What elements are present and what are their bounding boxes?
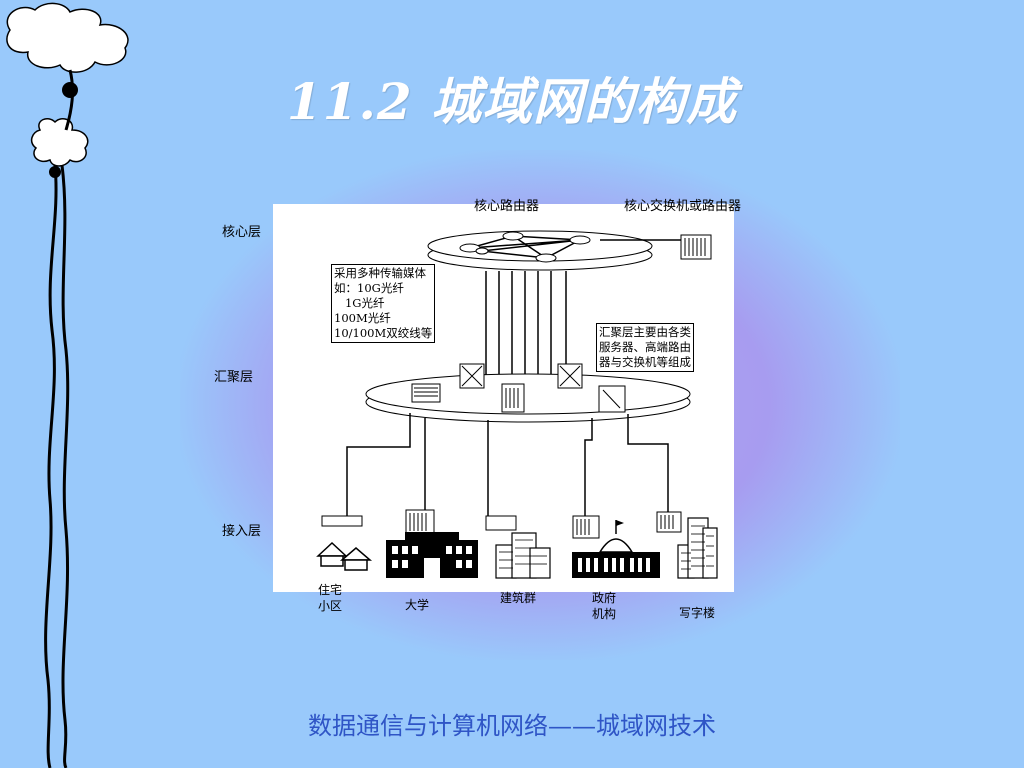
switch-rack-icon (321, 509, 682, 539)
layer-label-core: 核心层 (222, 225, 262, 240)
flower-vine-icon (6, 2, 129, 768)
aggregation-note: 汇聚层主要由各类 服务器、高端路由 器与交换机等组成 (596, 323, 694, 372)
router-icon (459, 231, 591, 263)
site-label-university: 大学 (405, 598, 430, 612)
slide-title: 11.2 城域网的构成 (286, 72, 738, 131)
government-building-icon (572, 520, 660, 578)
switch-rack-icon (680, 234, 712, 260)
university-building-icon (386, 532, 478, 578)
core-ring (427, 230, 653, 271)
media-note: 采用多种传输媒体 如：10G光纤 1G光纤 100M光纤 10/100M双绞线等 (331, 264, 436, 343)
building-cluster-icon (495, 532, 551, 579)
layer-label-access: 接入层 (222, 524, 262, 539)
site-label-government: 政府 机构 (592, 591, 617, 621)
core-switch-label: 核心交换机或路由器 (624, 199, 742, 214)
core-router-label: 核心路由器 (474, 199, 540, 214)
server-icon (411, 363, 626, 413)
slide-footer: 数据通信与计算机网络——城域网技术 (308, 712, 716, 740)
house-icon (316, 541, 373, 571)
site-label-office: 写字楼 (679, 606, 716, 620)
site-label-buildings: 建筑群 (500, 591, 537, 605)
site-label-residential: 住宅 小区 (318, 583, 343, 613)
office-tower-icon (677, 517, 718, 579)
layer-label-aggregation: 汇聚层 (214, 370, 254, 385)
